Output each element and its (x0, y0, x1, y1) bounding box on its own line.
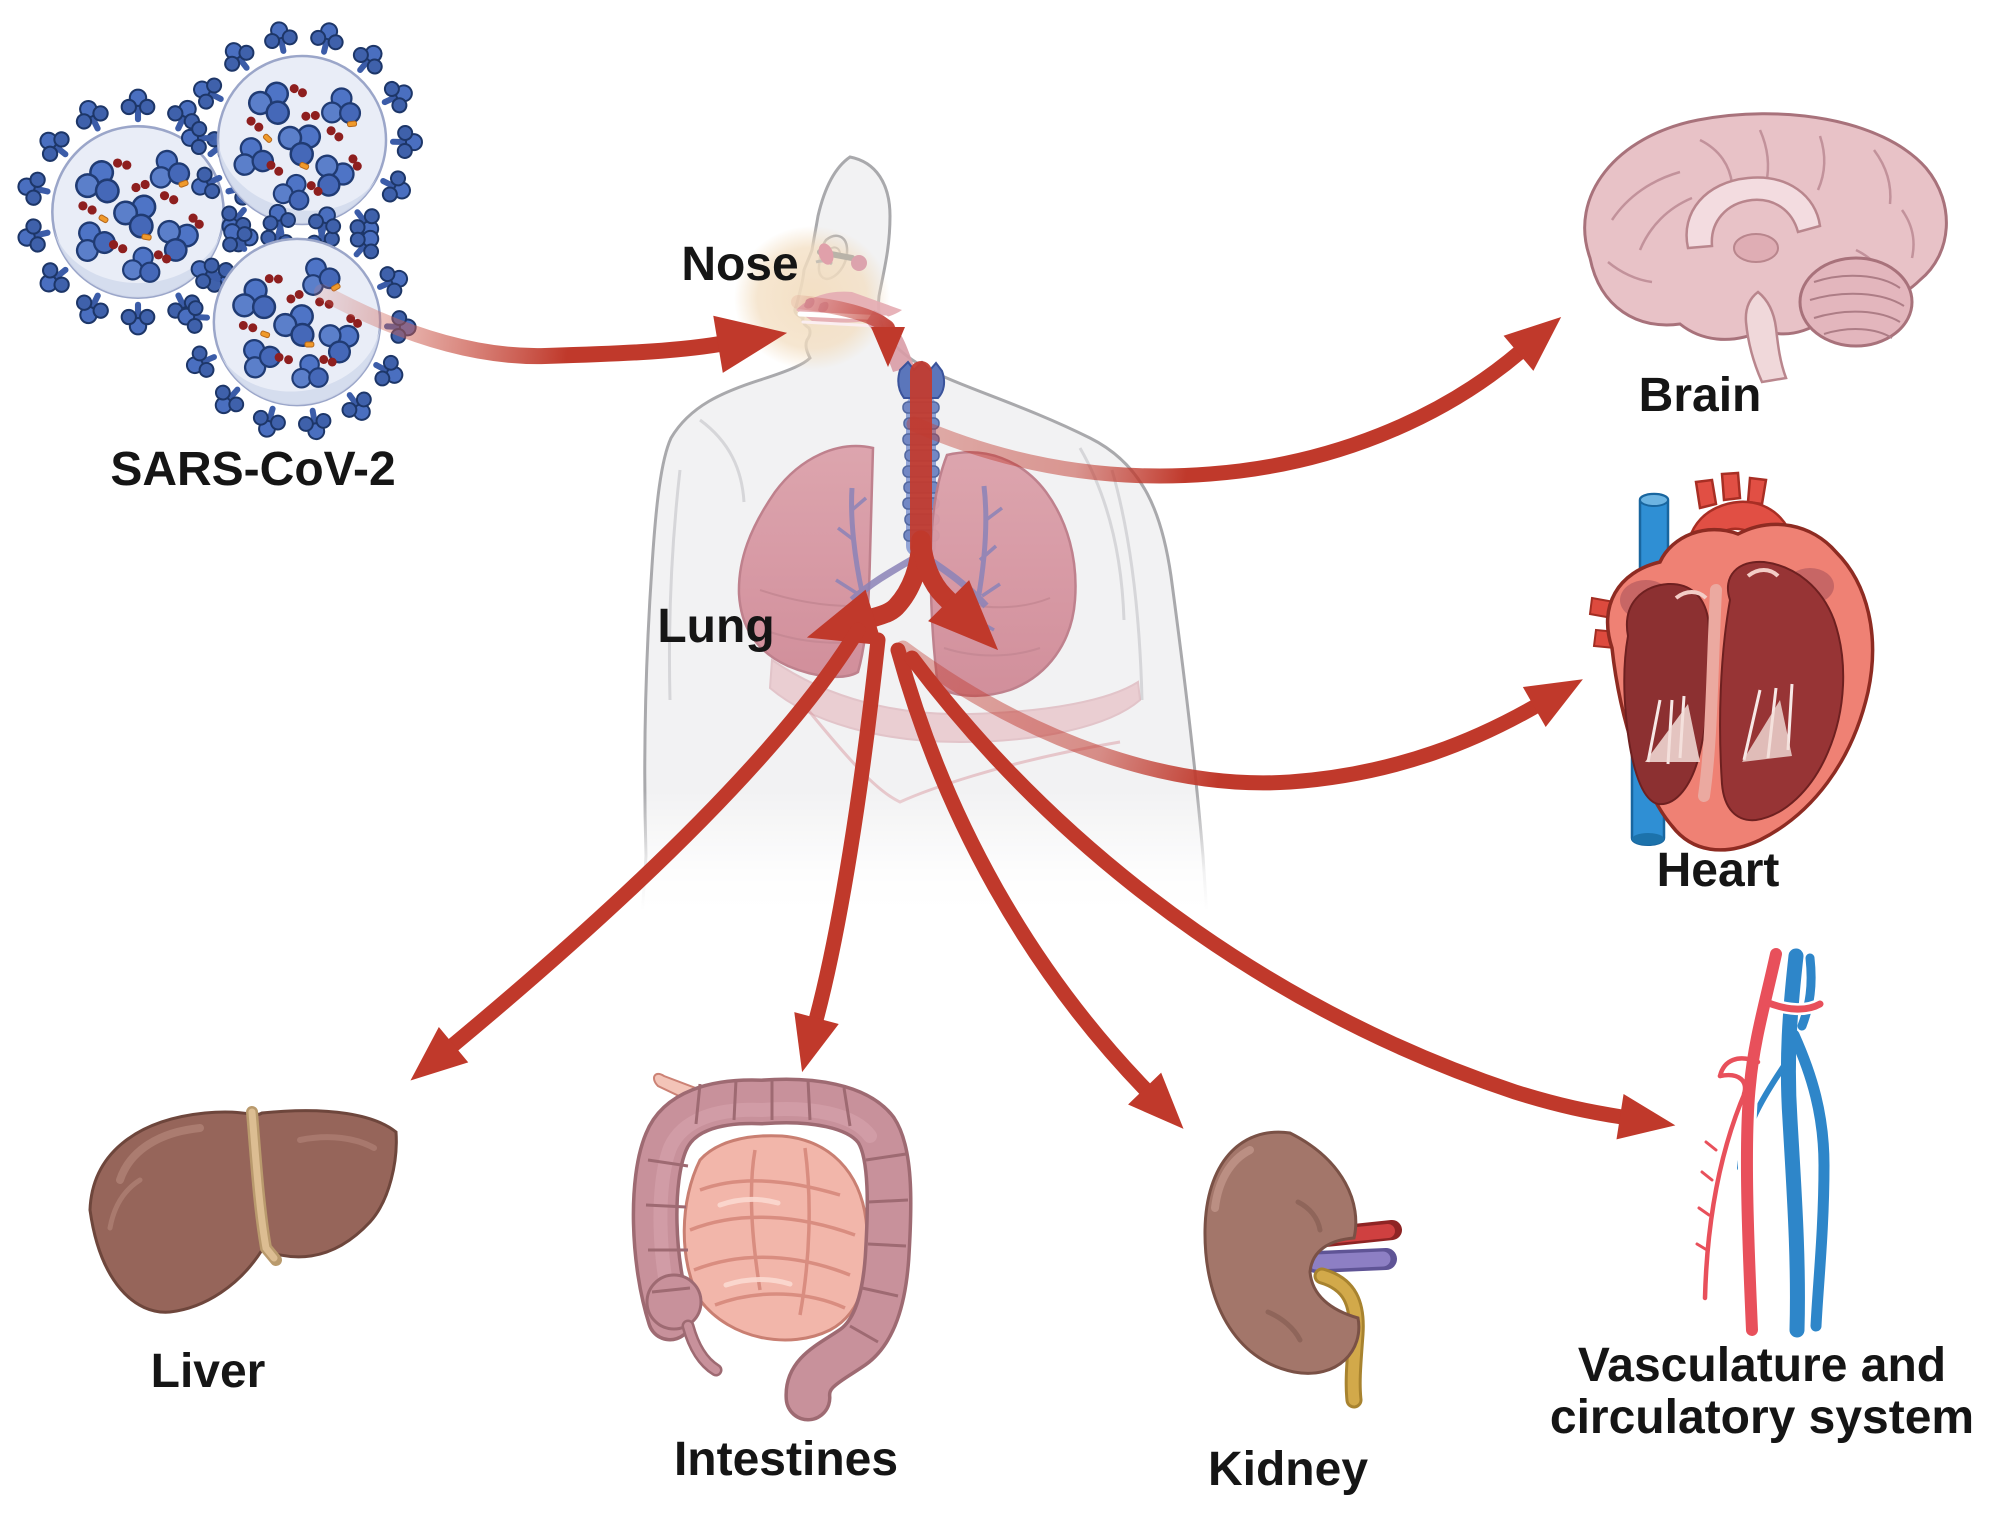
arrow-to-brain (906, 317, 1562, 484)
virus-cluster (15, 0, 448, 460)
arrows (314, 284, 1676, 1140)
liver-illustration (88, 1106, 398, 1314)
vasculature-illustration (1695, 945, 1833, 1341)
corpus-callosum (1685, 176, 1822, 250)
sinus-blob (818, 243, 834, 265)
brain-label: Brain (1638, 369, 1762, 423)
vasculature-label: Vasculature and circulatory system (1549, 1339, 1975, 1444)
brain-illustration (1583, 112, 1948, 384)
sars-cov-2-label: SARS-CoV-2 (110, 443, 396, 497)
cerebellum (1798, 256, 1914, 348)
brain-gyri (1607, 129, 1915, 285)
lung-label: Lung (657, 600, 775, 654)
small-intestine (682, 1134, 870, 1342)
nose-label: Nose (681, 238, 799, 292)
liver-body (88, 1109, 398, 1314)
arrow-to-vasculature (904, 650, 1676, 1140)
arrow-virus-to-nose (314, 284, 788, 373)
kidney-illustration (1203, 1130, 1402, 1409)
arrow-nose-to-throat (791, 295, 905, 367)
arteries (1695, 948, 1824, 1336)
liver-label: Liver (150, 1345, 266, 1399)
renal-vein (1308, 1251, 1391, 1270)
haustra-marks (645, 1078, 909, 1344)
thalamus (1733, 233, 1779, 263)
falciform-ligament (248, 1108, 278, 1262)
intestines-illustration (631, 1072, 913, 1422)
arrow-to-intestines (794, 632, 886, 1073)
arrow-to-liver (410, 622, 866, 1081)
arrow-to-right-lung (911, 530, 999, 651)
heart-label: Heart (1656, 844, 1780, 898)
arrow-to-kidney (890, 642, 1184, 1129)
heart-illustration (1588, 471, 1875, 852)
intestines-label: Intestines (673, 1433, 899, 1487)
kidney-label: Kidney (1207, 1443, 1369, 1497)
heart-septum (1698, 584, 1722, 802)
large-intestine (631, 1077, 913, 1422)
arrow-to-heart (895, 640, 1583, 791)
brainstem (1744, 290, 1788, 384)
sinus-blob-2 (851, 255, 867, 271)
kidney-body (1203, 1130, 1361, 1375)
